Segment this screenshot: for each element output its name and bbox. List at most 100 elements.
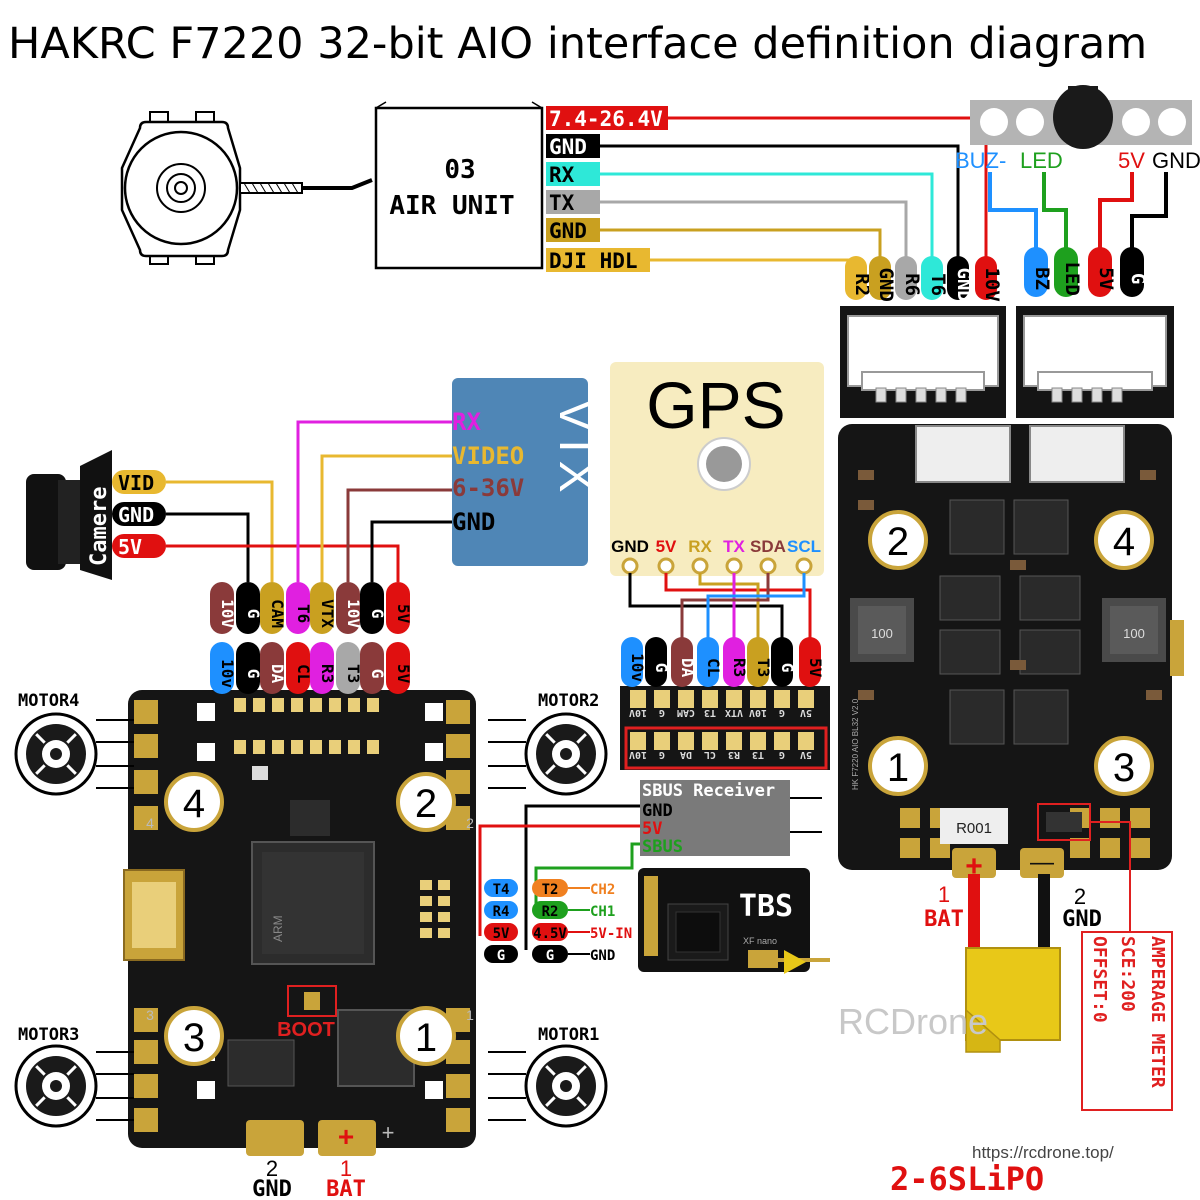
gps-module: GPS	[610, 362, 824, 576]
vtx-wire-gnd	[370, 520, 452, 582]
fc-header-pad-bot-0	[234, 740, 246, 754]
tbs-label: TBS	[739, 889, 793, 924]
camera-wire-label-1: GND	[118, 503, 154, 527]
watermark: RCDrone	[838, 1001, 988, 1042]
vtx-wire-label-0: RX	[452, 408, 481, 436]
tbs-label-1: CH1	[590, 904, 615, 920]
fc-motor-number-1: 2	[415, 782, 437, 826]
air-wire-tag-1	[546, 134, 600, 158]
top-pad-row2-7: 5V	[394, 664, 413, 684]
top-pad-row2-6: G	[368, 669, 387, 679]
motor-1-spoke-1	[545, 764, 556, 775]
air-pad-0-bg	[845, 256, 867, 300]
gps-wire-1	[664, 573, 812, 640]
air-wire-tag-5	[546, 248, 650, 272]
air-wire-tag-3	[546, 190, 600, 214]
gps-block-label-bot-0: 5V	[800, 749, 812, 760]
gps-block-label-bot-6: G	[659, 749, 665, 760]
gps-block-label-top-7: 10V	[629, 707, 647, 718]
top-pad-row1-1: G	[244, 609, 263, 619]
buzzer-led-module	[970, 85, 1192, 149]
camera-wire-gnd	[166, 512, 250, 582]
fc-header-pad-bot-5	[329, 740, 341, 754]
buzzer-pad-0: BZ	[1031, 267, 1053, 290]
air-pad-5: 10V	[981, 267, 1003, 301]
air-wire-label-4: GND	[549, 219, 587, 243]
buzzer-wire-5v	[1098, 172, 1134, 250]
top-pad-row1-5-bg	[336, 582, 360, 634]
gps-pad-3-bg	[697, 637, 719, 687]
motor-0-spoke-0	[66, 764, 77, 775]
esc-inductor-label-1: 100	[871, 626, 893, 641]
top-pad-row1-1-bg	[236, 582, 260, 634]
fc-pad-white-0-1	[197, 743, 215, 761]
fc-motor-number-bg-2	[164, 1006, 224, 1066]
fc-motor-pad-left-0	[134, 700, 158, 724]
vtx-wire-label-1: VIDEO	[452, 442, 524, 470]
camera-wire-tag-0	[112, 470, 166, 494]
uart-right-label-3: G	[546, 948, 554, 964]
top-pad-row1-2-bg	[260, 582, 284, 634]
motor-1-spoke-2	[545, 733, 556, 744]
fc-pad-white-0-0	[197, 703, 215, 721]
gps-pad-4: R3	[730, 658, 749, 677]
tbs-label-2: 5V-IN	[590, 926, 632, 942]
fc-uart-pad-3-1	[438, 928, 450, 938]
top-pad-row1-0: 10V	[218, 599, 237, 628]
camera-wire-label-0: VID	[118, 471, 154, 495]
buzzer-pad-3-bg	[1120, 247, 1144, 297]
gps-block-pad-top-1	[774, 690, 790, 708]
air-pad-2-bg	[895, 256, 917, 300]
gps-block-pad-top-2	[750, 690, 766, 708]
fc-plus-sign-2: +	[382, 1120, 395, 1145]
air-wire-tag-4	[546, 218, 600, 242]
fc-header-pad-bot-3	[291, 740, 303, 754]
boot-label: BOOT	[277, 1019, 335, 1041]
buzzer-label-2: 5V	[1118, 148, 1145, 173]
fc-motor-number-bg-1	[396, 772, 456, 832]
top-pad-row1-0-bg	[210, 582, 234, 634]
buzzer-wire-buz	[988, 172, 1038, 250]
motor-2-spoke-0	[66, 1096, 77, 1107]
gps-pad-0-bg	[621, 637, 643, 687]
gps-pad-7-bg	[799, 637, 821, 687]
gps-block-pad-top-4	[702, 690, 718, 708]
motor-3-spoke-2	[545, 1065, 556, 1076]
gps-block-label-bot-5: DA	[680, 749, 692, 760]
sbus-pin-5v: 5V	[642, 819, 662, 839]
gps-pad-2-bg	[671, 637, 693, 687]
fc-header-pad-top-1	[253, 698, 265, 712]
vtx-wire-video	[320, 454, 452, 582]
gps-block-label-bot-1: G	[779, 749, 785, 760]
sbus-receiver: SBUS Receiver GND 5V SBUS	[640, 780, 822, 857]
fc-header-pad-bot-1	[253, 740, 265, 754]
uart-right-tag-2	[532, 923, 568, 941]
gps-pin-label-0: GND	[611, 537, 649, 556]
motor-label-1: MOTOR2	[538, 691, 599, 711]
air-wire-line-0	[668, 116, 988, 258]
fc-uart-pad-1-0	[420, 896, 432, 906]
top-pad-row1-7-bg	[386, 582, 410, 634]
motor-0-spoke-2	[35, 733, 46, 744]
fc-uart-pad-3-0	[420, 928, 432, 938]
fc-bat-label: BAT	[326, 1177, 366, 1200]
camera: Camere	[26, 450, 112, 580]
esc-minus-sign: —	[1030, 849, 1054, 876]
fc-motor-number-bg-0	[164, 772, 224, 832]
sbus-pin-sbus: SBUS	[642, 837, 683, 857]
fc-mcu-label: ARM	[271, 915, 285, 942]
gps-pad-2: DA	[678, 658, 697, 678]
esc-connectors	[840, 306, 1174, 418]
uart-left-tag-0	[484, 879, 518, 897]
fc-uart-pad-0-0	[420, 880, 432, 890]
fc-motor-number-bg-3	[396, 1006, 456, 1066]
vtx-label: VTX	[549, 399, 602, 492]
gps-label: GPS	[646, 368, 785, 442]
gps-block-label-top-1: G	[779, 707, 785, 718]
top-pad-row2-4-bg	[310, 642, 334, 694]
gps-block-label-top-2: 10V	[749, 707, 767, 718]
battery-leads: 1 BAT 2 GND	[924, 874, 1102, 1053]
air-wire-tag-2	[546, 162, 600, 186]
